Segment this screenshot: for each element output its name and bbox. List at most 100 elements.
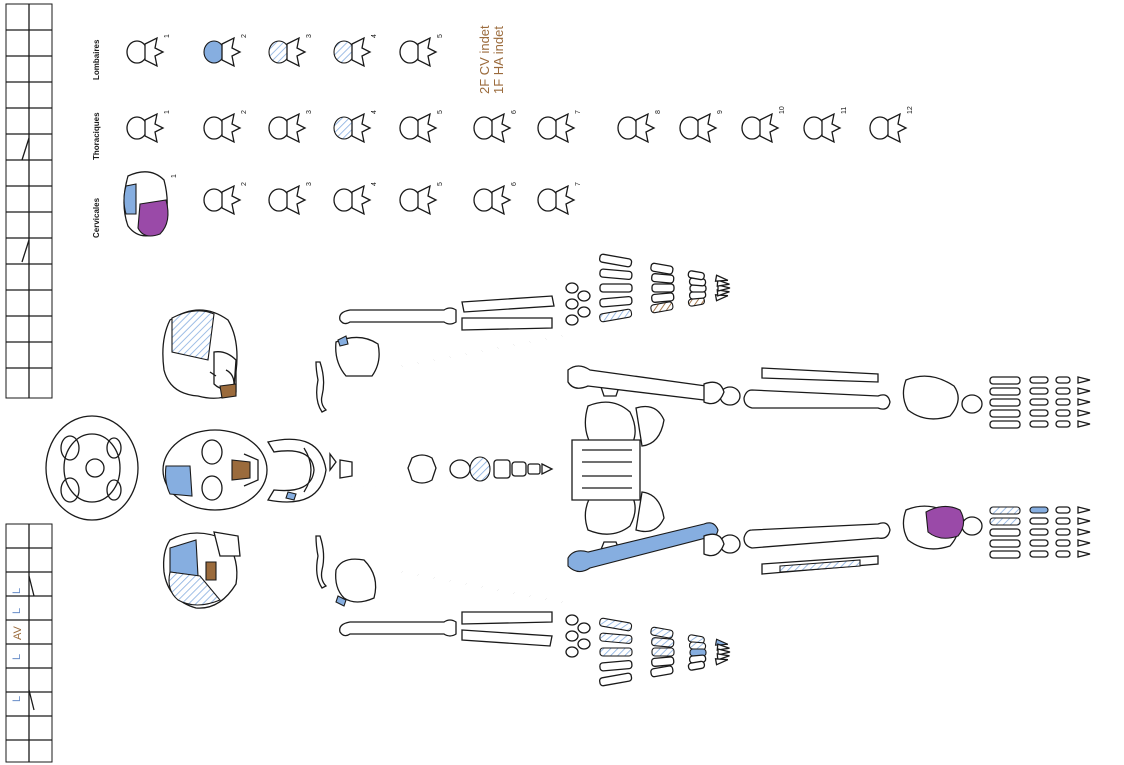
vertebra-number: 7 [575, 110, 582, 114]
vertebra-number: 1 [164, 110, 171, 114]
carpal [578, 307, 590, 317]
lumbar-label: Lombaires [92, 39, 101, 80]
vertebra-number: 5 [437, 34, 444, 38]
left-tibia-fibula [744, 523, 890, 574]
carpal [578, 639, 590, 649]
tarsal [962, 395, 982, 413]
toe-ray [990, 410, 1090, 417]
vertebra-number: 2 [241, 34, 248, 38]
right-forearm [462, 296, 554, 330]
vertebra-cervical-2: 2 [204, 182, 248, 214]
finger-ray [600, 284, 730, 292]
right-humerus [340, 308, 456, 324]
vertebra-number: 1 [164, 34, 171, 38]
talus-pathology [926, 506, 964, 538]
vertebra-number: 9 [717, 110, 724, 114]
tarsal [962, 517, 982, 535]
toe-ray [990, 421, 1090, 428]
vertebra-number: 5 [437, 110, 444, 114]
right-clavicle [316, 362, 326, 412]
toe-ray [990, 529, 1090, 536]
lower-tooth-chart: L L AV L L [6, 524, 52, 762]
toe-ray [990, 540, 1090, 547]
vertebra-number: 6 [511, 110, 518, 114]
toe-ray [990, 518, 1090, 525]
left-patella [704, 534, 740, 555]
right-scapula [336, 336, 379, 376]
skull-right-lateral-view [163, 310, 237, 398]
vertebra-cervical-1: 1 [124, 172, 178, 236]
left-humerus [340, 620, 456, 636]
vertebra-number: 3 [306, 110, 313, 114]
note-line-1: 2F CV indet [477, 25, 492, 94]
right-ribcage [352, 336, 562, 452]
carpal [566, 283, 578, 293]
vertebra-number: 4 [371, 182, 378, 186]
vertebra-lumbar-3: 3 [269, 34, 313, 66]
carpal [578, 623, 590, 633]
vertebra-number: 7 [575, 182, 582, 186]
vertebra-number: 4 [371, 110, 378, 114]
pelvis [572, 380, 664, 556]
finger-ray [600, 648, 730, 656]
tooth-mark-4: L [11, 654, 23, 660]
vertebra-number: 2 [241, 182, 248, 186]
right-hand [566, 254, 730, 325]
vertebra-cervical-5: 5 [400, 182, 444, 214]
toe-ray [990, 551, 1090, 558]
carpal [578, 291, 590, 301]
sternum [330, 454, 352, 478]
left-ribcage [352, 486, 562, 602]
vertebra-thoracic-7: 7 [538, 110, 582, 142]
vertebra-thoracic-8: 8 [618, 110, 662, 142]
tooth-mark-av: AV [12, 625, 24, 640]
skull-left-lateral-view [164, 532, 240, 608]
carpal [566, 299, 578, 309]
vertebra-cervical-4: 4 [334, 182, 378, 214]
carpal [566, 647, 578, 657]
tooth-mark-2: L [11, 608, 23, 614]
right-femur [568, 366, 718, 401]
vertebra-number: 3 [306, 34, 313, 38]
right-patella [704, 382, 740, 405]
tarsal-calcaneus [903, 376, 958, 419]
toe-ray [990, 388, 1090, 395]
vertebra-thoracic-6: 6 [474, 110, 518, 142]
vertebra-number: 1 [171, 174, 178, 178]
vertebra-thoracic-9: 9 [680, 110, 724, 142]
note-line-2: 1F HA indet [491, 26, 506, 94]
skull-inferior-view [46, 416, 138, 520]
vertebra-cervical-3: 3 [269, 182, 313, 214]
right-tibia-fibula [744, 368, 890, 409]
cervical-label: Cervicales [92, 197, 101, 238]
vertebra-thoracic-5: 5 [400, 110, 444, 142]
vertebra-number: 2 [241, 110, 248, 114]
carpal [566, 631, 578, 641]
toe-ray [990, 399, 1090, 406]
vertebra-number: 3 [306, 182, 313, 186]
vertebra-cervical-7: 7 [538, 182, 582, 214]
lumbar-vertebrae: 1 2 3 4 5 [127, 34, 444, 66]
thoracic-label: Thoraciques [92, 112, 101, 160]
vertebra-thoracic-10: 10 [742, 106, 786, 142]
carpal [566, 615, 578, 625]
left-forearm [462, 612, 552, 646]
left-hand [566, 615, 730, 686]
vertebra-thoracic-1: 1 [127, 110, 171, 142]
vertebra-number: 6 [511, 182, 518, 186]
vertebra-lumbar-2: 2 [204, 34, 248, 66]
toe-ray [990, 377, 1090, 384]
right-foot [903, 376, 1090, 428]
toe-ray [990, 507, 1090, 514]
vertebra-thoracic-11: 11 [804, 107, 848, 142]
skull-frontal-view [163, 430, 267, 510]
tooth-mark-1: L [11, 588, 23, 594]
vertebra-thoracic-2: 2 [204, 110, 248, 142]
carpal [566, 315, 578, 325]
vertebra-cervical-6: 6 [474, 182, 518, 214]
vertebra-lumbar-1: 1 [127, 34, 171, 66]
vertebra-number: 4 [371, 34, 378, 38]
spine-series [408, 455, 552, 483]
left-clavicle [316, 536, 326, 588]
